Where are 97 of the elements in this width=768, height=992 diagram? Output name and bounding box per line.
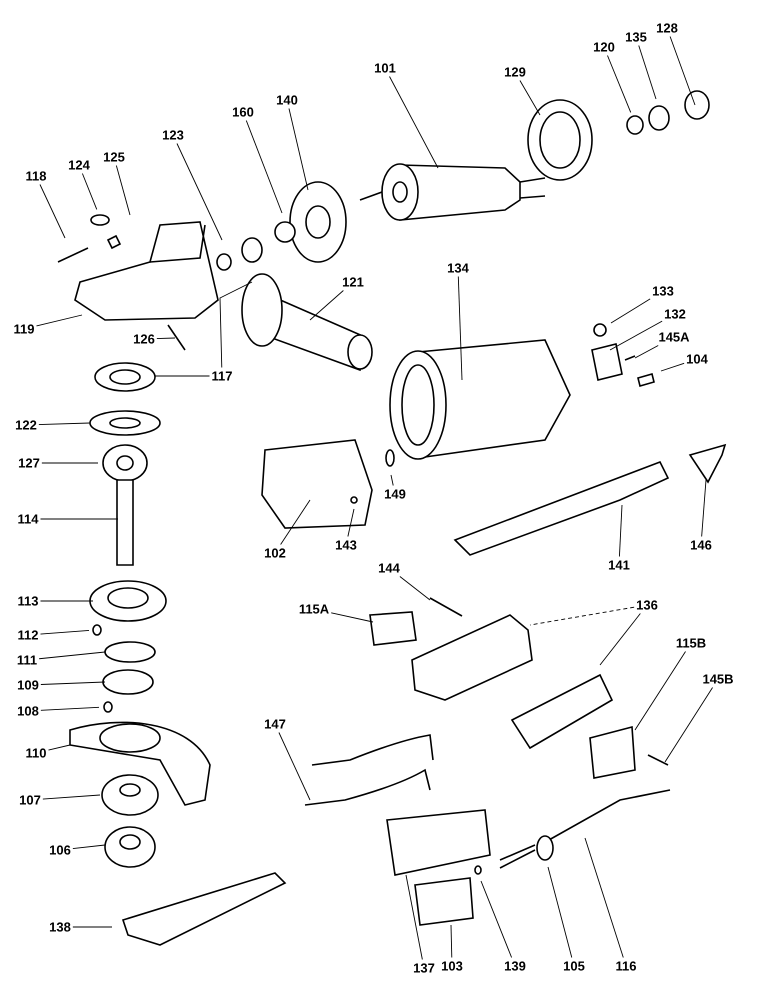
callout-number: 117 (210, 368, 234, 384)
callout-number: 115A (298, 602, 330, 616)
callout-number: 149 (383, 486, 407, 502)
callout-number: 106 (48, 842, 72, 858)
callout-number: 147 (263, 716, 287, 732)
leader-line (406, 874, 423, 960)
leader-line (40, 184, 66, 238)
callout-number: 129 (503, 64, 527, 80)
callout-number: 125 (102, 150, 126, 164)
leader-line (280, 500, 310, 545)
leader-line (389, 76, 438, 168)
callout-number: 145A (657, 330, 691, 344)
leader-line (40, 706, 100, 711)
callout-number: 124 (67, 158, 91, 172)
leader-line (82, 173, 98, 210)
leader-line (660, 362, 685, 372)
leader-line (520, 80, 540, 116)
callout-number: 121 (341, 274, 365, 290)
leader-line (607, 55, 632, 113)
leader-line (390, 474, 394, 486)
leader-line (176, 143, 222, 240)
callout-number: 126 (132, 332, 156, 346)
callout-number: 112 (16, 628, 40, 642)
leader-line (347, 508, 354, 537)
callout-number: 139 (503, 958, 527, 974)
callout-number: 109 (16, 678, 40, 692)
leader-line (618, 504, 622, 557)
leader-line (38, 422, 90, 426)
leader-line (40, 600, 94, 602)
leader-line (156, 338, 176, 340)
callout-number: 122 (14, 418, 38, 432)
leader-line (701, 480, 706, 537)
callout-number: 127 (17, 456, 41, 470)
callout-number: 108 (16, 704, 40, 718)
leader-line (458, 276, 462, 380)
callout-number: 137 (412, 960, 436, 976)
leader-line (584, 838, 624, 958)
callout-number: 140 (275, 92, 299, 108)
callout-number: 135 (624, 30, 648, 44)
leader-line (278, 732, 310, 800)
callout-number: 119 (12, 322, 36, 336)
callout-number: 115B (674, 636, 708, 650)
leader-line (41, 462, 98, 464)
callout-number: 143 (334, 538, 358, 552)
callout-number: 111 (16, 652, 38, 668)
callout-number: 144 (377, 560, 401, 576)
callout-number: 116 (614, 958, 638, 974)
callout-number: 134 (446, 260, 470, 276)
leader-line (38, 652, 106, 660)
leader-line (36, 314, 82, 326)
leader-line (310, 290, 344, 320)
leader-line (330, 612, 374, 622)
callout-number: 114 (16, 512, 40, 526)
callout-number: 102 (263, 546, 287, 560)
leader-line (670, 36, 696, 106)
callout-number: 160 (231, 104, 255, 120)
leader-line (610, 320, 663, 350)
callout-number: 136 (635, 598, 659, 612)
callout-number: 132 (663, 306, 687, 322)
callout-number: 138 (48, 920, 72, 934)
callout-number: 146 (689, 538, 713, 552)
callout-number: 107 (18, 792, 42, 808)
callout-number: 104 (685, 352, 709, 366)
leader-line (72, 844, 106, 850)
callout-number: 110 (24, 746, 48, 760)
leader-line (450, 924, 452, 958)
leader-line (42, 794, 100, 800)
callout-number: 105 (562, 958, 586, 974)
leader-line (288, 108, 308, 190)
callout-number: 141 (607, 558, 631, 572)
leader-line (664, 687, 714, 762)
callout-number: 123 (161, 128, 185, 142)
leader-line (480, 880, 512, 958)
leader-line (40, 630, 90, 635)
leader-line (634, 651, 686, 730)
leader-line (638, 45, 656, 100)
leader-line (116, 165, 130, 216)
callout-number: 101 (373, 60, 397, 76)
callout-number: 113 (16, 594, 40, 608)
leader-line (72, 926, 112, 928)
leader-line (634, 345, 659, 358)
leader-line (530, 606, 635, 626)
leader-line (40, 682, 106, 685)
callout-number: 103 (440, 958, 464, 974)
callout-number: 145B (701, 672, 735, 686)
leader-line (220, 282, 252, 368)
callout-number: 118 (24, 168, 48, 184)
leader-line (399, 576, 430, 600)
leader-line (48, 744, 70, 750)
leader-line (40, 518, 118, 520)
leader-line (548, 866, 572, 958)
leader-line (246, 120, 282, 214)
callout-number: 120 (592, 40, 616, 54)
leader-line (610, 298, 651, 324)
callout-number: 133 (651, 284, 675, 298)
callout-number: 128 (655, 20, 679, 36)
leader-line (600, 613, 641, 666)
